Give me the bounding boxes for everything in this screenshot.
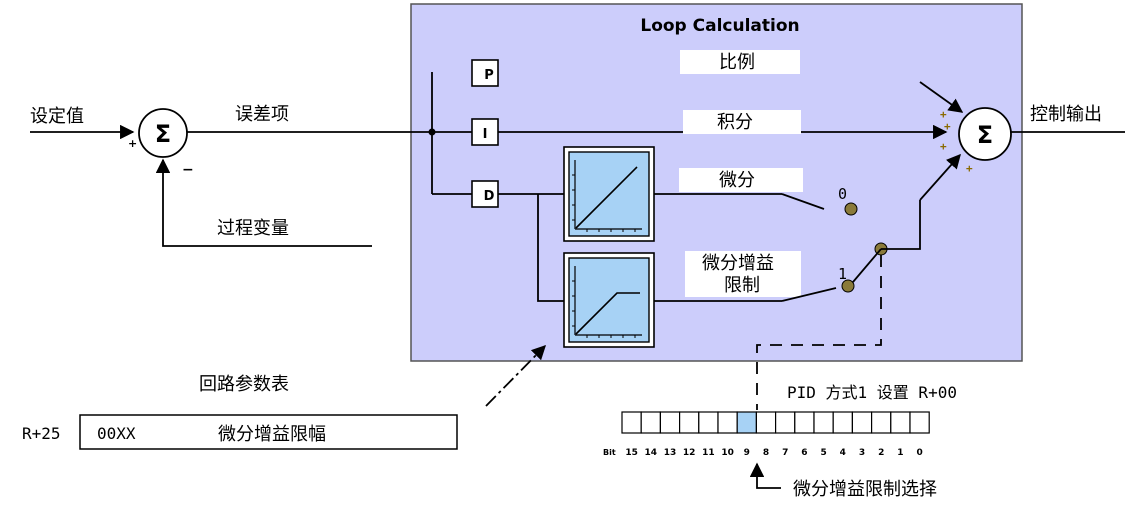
process-variable-feedback (155, 158, 372, 247)
switch-blade (852, 248, 882, 283)
register-bit-0 (909, 411, 930, 434)
switch-contact-0 (844, 202, 858, 216)
select-dashed-line (756, 255, 882, 410)
register-bit-7 (774, 411, 796, 434)
param-address: R+25 (22, 424, 61, 443)
derivative-label: 微分 (719, 170, 755, 191)
output-plus-d1: + (940, 140, 947, 153)
derivative-label-box (679, 168, 803, 192)
register-bit-number-1: 1 (897, 448, 903, 458)
pv-minus-sign: − (182, 162, 194, 178)
register-bit-12 (678, 411, 700, 434)
error-sum-symbol: Σ (155, 120, 171, 148)
setpoint-plus-sign: + (128, 137, 137, 150)
bit-axis-label: Bit (603, 448, 616, 457)
switch-contact-1 (841, 279, 855, 293)
p-block-label: P (484, 68, 494, 83)
register-bit-8 (755, 411, 777, 434)
integral-label-box (683, 110, 801, 134)
control-output-label: 控制输出 (1030, 104, 1102, 125)
register-bit-number-4: 4 (840, 448, 846, 458)
table-pointer-arrow (485, 344, 547, 407)
register-bit-number-12: 12 (683, 448, 696, 458)
d-to-limit-line (537, 194, 564, 302)
gain-limit-select-label: 微分增益限制选择 (793, 479, 937, 500)
register-bit-3 (851, 411, 873, 434)
register-bit-2 (870, 411, 892, 434)
register-bit-number-3: 3 (859, 448, 865, 458)
loop-table-title: 回路参数表 (199, 374, 289, 395)
register-bit-10 (717, 411, 738, 434)
register-bit-6 (794, 411, 815, 434)
register-bit-9 (736, 411, 758, 434)
p-to-sum-arrow (919, 81, 964, 113)
select-bit-arrow (749, 462, 781, 489)
d-block-label: D (484, 189, 495, 204)
proportional-label-box (680, 50, 800, 74)
switch-pos-0-label: 0 (838, 185, 847, 203)
switch-lead-0 (781, 193, 825, 210)
param-row-box (79, 414, 458, 450)
d-to-sum-arrow (919, 153, 961, 201)
param-value: 00XX (97, 424, 136, 443)
register-bit-number-2: 2 (878, 448, 884, 458)
gain-limit-label-line2: 限制 (724, 275, 760, 296)
i-block-label: I (483, 127, 488, 142)
switch-to-sum-line (881, 200, 921, 250)
register-bit-5 (813, 411, 834, 434)
output-plus-i: + (944, 120, 951, 133)
output-plus-p: + (940, 108, 947, 121)
branch-node (428, 128, 436, 136)
register-bit-number-13: 13 (664, 448, 677, 458)
register-bit-number-8: 8 (763, 448, 769, 458)
register-bit-14 (640, 411, 662, 434)
switch-lead-1 (781, 287, 837, 302)
register-bit-number-15: 15 (625, 448, 638, 458)
register-bit-1 (890, 411, 911, 434)
register-title: PID 方式1 设置 R+00 (787, 383, 957, 402)
switch-pos-1-label: 1 (838, 265, 847, 283)
register-bit-11 (698, 411, 719, 434)
panel-title: Loop Calculation (640, 16, 799, 36)
gain-limit-transfer-block (563, 252, 655, 348)
gain-limit-label-line1: 微分增益 (702, 253, 774, 274)
d-block (471, 180, 499, 208)
integral-label: 积分 (717, 112, 753, 133)
register-bit-number-9: 9 (744, 448, 750, 458)
process-variable-label: 过程变量 (217, 218, 289, 239)
output-sum-symbol: Σ (977, 121, 993, 149)
register-bit-number-11: 11 (702, 448, 715, 458)
register-bit-4 (832, 411, 854, 434)
output-plus-d2: + (966, 162, 973, 175)
error-summing-junction: Σ (138, 108, 188, 158)
proportional-label: 比例 (719, 52, 755, 73)
register-bit-15 (621, 411, 642, 434)
gain-limit-label-box (685, 251, 801, 297)
register-bit-number-10: 10 (721, 448, 734, 458)
param-description: 微分增益限幅 (218, 424, 326, 445)
register-bit-number-0: 0 (916, 448, 922, 458)
register-bit-number-5: 5 (820, 448, 826, 458)
register-bit-number-14: 14 (645, 448, 658, 458)
output-summing-junction: Σ (958, 107, 1012, 161)
register-bit-number-6: 6 (801, 448, 807, 458)
error-term-label: 误差项 (235, 104, 289, 125)
p-block (471, 59, 499, 87)
register-bit-boxes (621, 411, 930, 434)
register-bit-13 (659, 411, 681, 434)
setpoint-label: 设定值 (30, 106, 84, 127)
register-bit-number-7: 7 (782, 448, 788, 458)
derivative-transfer-block (563, 146, 655, 242)
